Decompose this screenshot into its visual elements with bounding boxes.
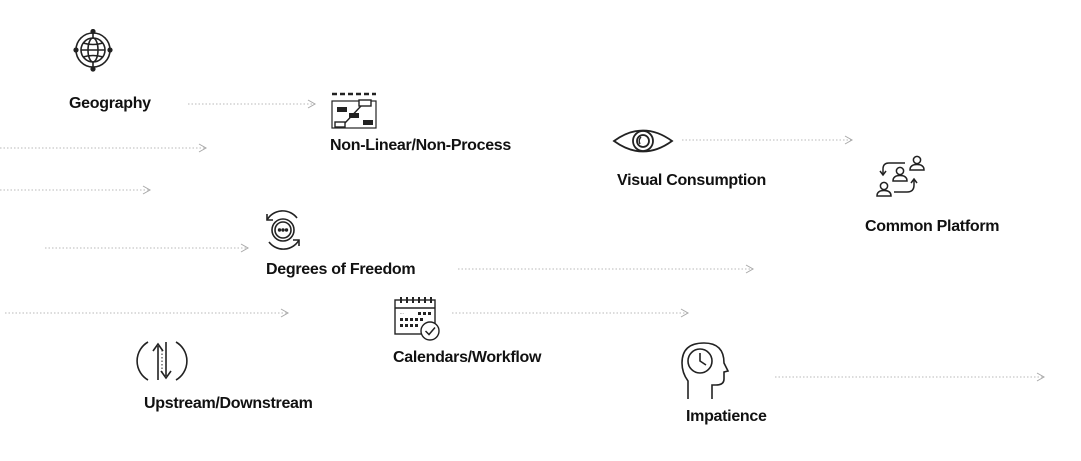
upstream-downstream-label: Upstream/Downstream	[144, 395, 313, 412]
geography-label: Geography	[69, 95, 151, 112]
calendar-check-icon: ···	[394, 296, 442, 342]
head-clock-icon	[680, 339, 732, 401]
common-platform-label: Common Platform	[865, 218, 1000, 235]
visual-consumption-label: Visual Consumption	[617, 172, 766, 189]
svg-text:···: ···	[400, 311, 404, 316]
calendars-workflow-label: Calendars/Workflow	[393, 349, 542, 366]
eye-icon	[612, 126, 674, 156]
rotation-cycle-icon	[260, 208, 306, 252]
globe-icon	[73, 29, 113, 79]
non-linear-label: Non-Linear/Non-Process	[330, 137, 511, 154]
user-exchange-icon	[873, 154, 925, 200]
degrees-of-freedom-label: Degrees of Freedom	[266, 261, 416, 278]
gantt-chart-icon	[331, 92, 377, 130]
impatience-label: Impatience	[686, 408, 767, 425]
updown-arrows-icon	[136, 336, 188, 386]
